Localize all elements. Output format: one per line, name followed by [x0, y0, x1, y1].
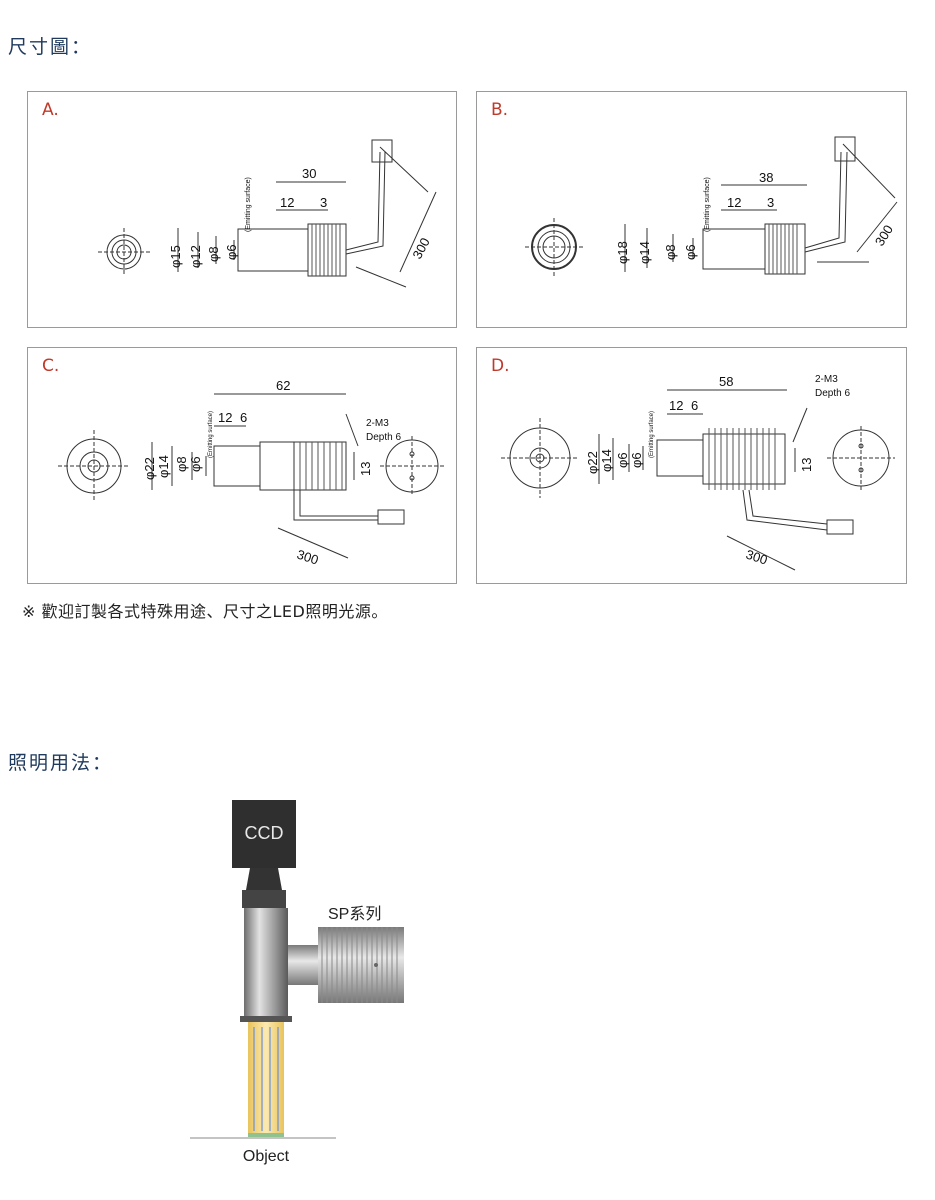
panel-label: D. — [491, 356, 510, 376]
dim-emit: (Emitting surface) — [704, 177, 711, 232]
dim-pitch: 13 — [358, 462, 373, 476]
drawing-d: 58 12 6 300 φ22 φ14 φ6 φ6 (Emitting surf… — [501, 374, 895, 571]
dim-d3: φ6 — [615, 452, 630, 468]
dimension-panel-d: D. — [476, 347, 907, 584]
dim-b: 3 — [767, 195, 774, 210]
dim-cable: 300 — [409, 235, 432, 261]
dim-depth: Depth 6 — [366, 432, 401, 443]
dim-d1: φ22 — [585, 451, 600, 474]
dim-d3: φ8 — [206, 246, 221, 262]
dim-depth: Depth 6 — [815, 388, 850, 399]
dim-d4: φ6 — [224, 244, 239, 260]
panel-label: A. — [42, 100, 59, 120]
dim-a: 12 — [218, 410, 232, 425]
dim-d2: φ14 — [599, 449, 614, 472]
drawing-b: 38 12 3 300 φ18 φ14 φ8 φ6 (Emitting surf… — [525, 136, 898, 276]
object-label: Object — [243, 1148, 290, 1165]
dim-d1: φ15 — [168, 245, 183, 268]
usage-illustration: CCD SP系列 Object — [190, 800, 404, 1165]
ccd-label: CCD — [245, 823, 284, 843]
dim-d1: φ18 — [615, 241, 630, 264]
beam-arrows — [253, 1027, 279, 1131]
dim-length: 30 — [302, 166, 316, 181]
coaxial-body — [244, 908, 288, 1016]
dimension-panel-c: C. 62 — [27, 347, 457, 584]
dim-d3: φ8 — [174, 456, 189, 472]
heat-fins — [321, 927, 398, 1003]
drawing-a: 30 12 3 300 φ15 φ12 φ8 φ6 (Emitting surf… — [98, 139, 437, 288]
dim-cable: 300 — [872, 222, 896, 248]
dim-d2: φ14 — [637, 241, 652, 264]
ccd-camera — [232, 800, 296, 868]
dim-pitch: 13 — [799, 458, 814, 472]
sp-series-label: SP系列 — [328, 905, 381, 923]
dim-emit: (Emitting surface) — [245, 177, 252, 232]
drawing-c: 62 12 6 300 φ22 φ14 φ8 φ6 (Emitting surf… — [58, 378, 444, 568]
dim-b: 6 — [240, 410, 247, 425]
dim-thread: 2-M3 — [366, 418, 389, 429]
dim-emit: (Emitting surface) — [649, 411, 655, 458]
dim-d4: φ6 — [683, 244, 698, 260]
dim-d3: φ8 — [663, 244, 678, 260]
sp-series-light — [318, 927, 404, 1003]
dim-cable: 300 — [295, 547, 320, 568]
dim-b: 6 — [691, 398, 698, 413]
panel-label: B. — [491, 100, 509, 120]
dim-length: 62 — [276, 378, 290, 393]
dimensions-title: 尺寸圖： — [8, 36, 93, 58]
dim-d1: φ22 — [142, 457, 157, 480]
dim-a: 12 — [280, 195, 294, 210]
custom-order-note: ※ 歡迎訂製各式特殊用途、尺寸之LED照明光源。 — [22, 602, 388, 621]
dim-b: 3 — [320, 195, 327, 210]
dim-d4: φ6 — [629, 452, 644, 468]
dim-d4: φ6 — [188, 456, 203, 472]
dim-length: 58 — [719, 374, 733, 389]
dim-d2: φ12 — [188, 245, 203, 268]
dim-a: 12 — [669, 398, 683, 413]
dim-a: 12 — [727, 195, 741, 210]
panel-label: C. — [42, 356, 60, 376]
dim-length: 38 — [759, 170, 773, 185]
usage-title: 照明用法： — [8, 752, 114, 774]
dim-thread: 2-M3 — [815, 374, 838, 385]
dim-d2: φ14 — [156, 455, 171, 478]
dim-emit: (Emitting surface) — [208, 411, 214, 458]
dimension-panel-a: A. 30 12 — [27, 91, 457, 328]
dim-cable: 300 — [744, 547, 769, 568]
dimension-panel-b: B. 38 12 3 300 φ18 — [476, 91, 907, 328]
